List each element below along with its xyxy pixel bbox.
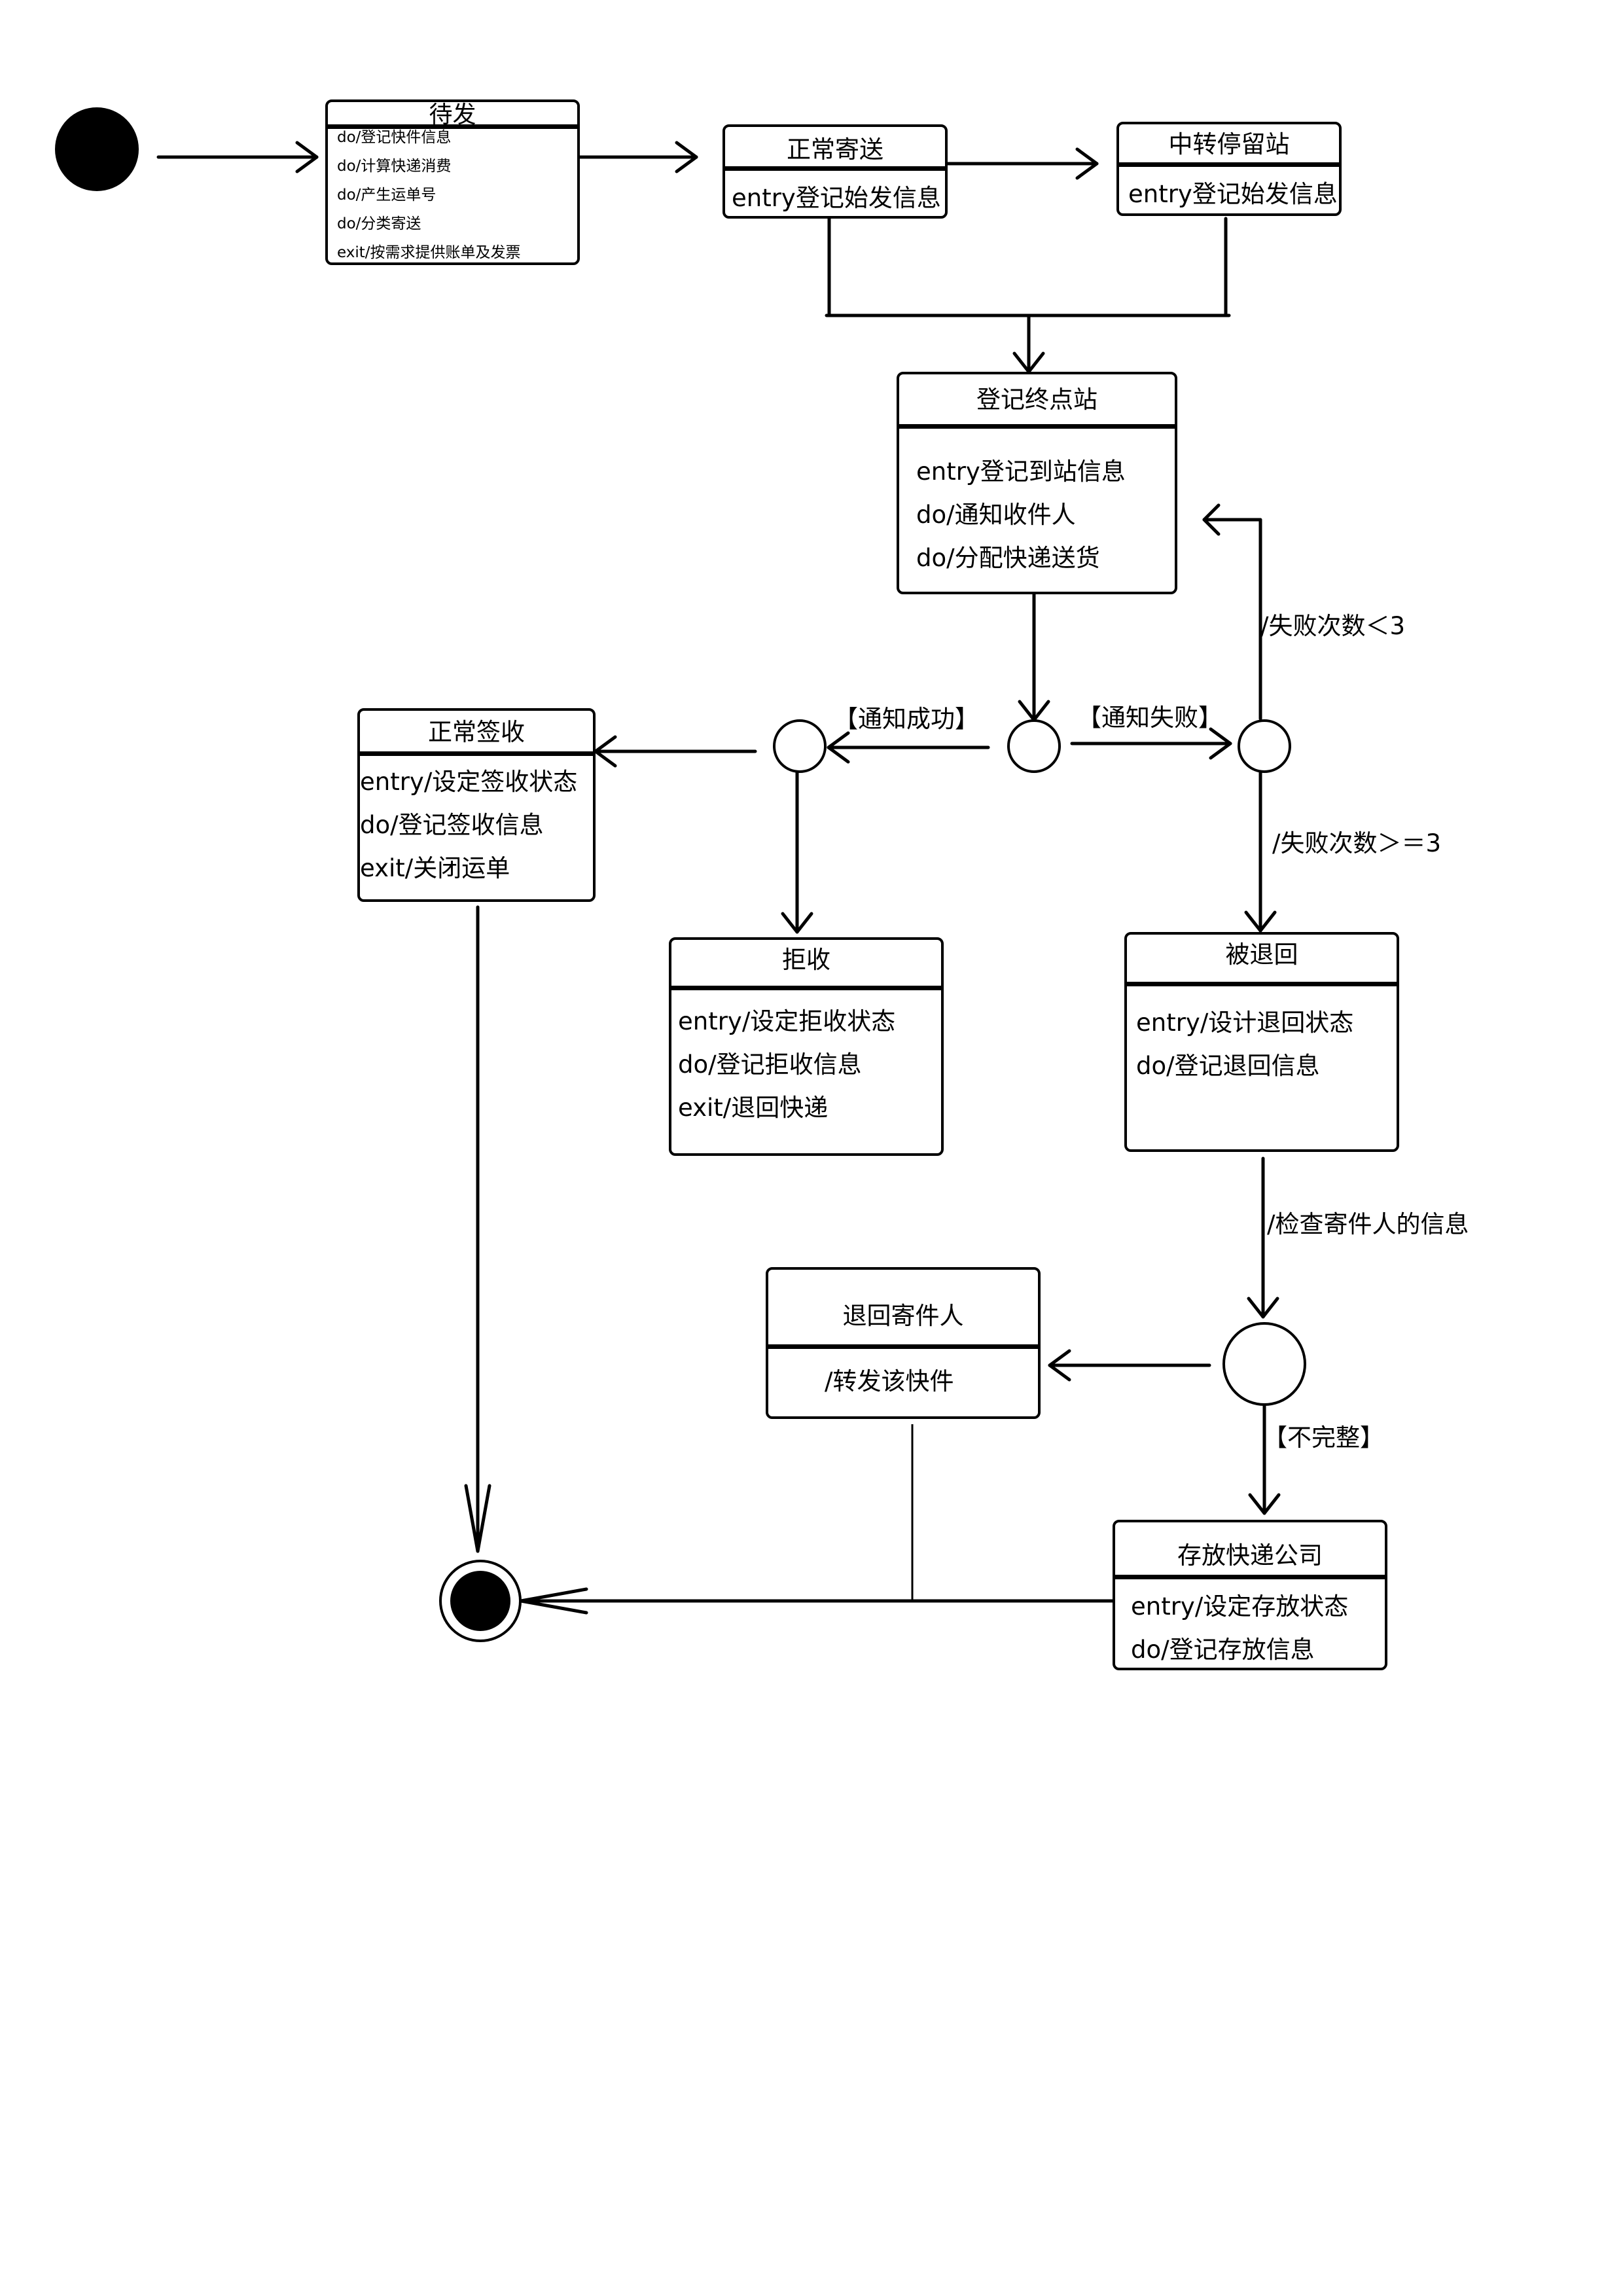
state-activity: do/登记存放信息 <box>1131 1636 1315 1664</box>
state-title: 正常签收 <box>428 718 525 746</box>
state-activity: entry登记到站信息 <box>916 457 1126 486</box>
state-divider <box>669 986 944 990</box>
state-returned[interactable]: 被退回 entry/设计退回状态 do/登记退回信息 <box>1124 932 1399 1152</box>
state-activity: do/分类寄送 <box>337 215 421 232</box>
state-divider <box>325 124 580 129</box>
state-divider <box>1124 982 1399 986</box>
state-transit[interactable]: 中转停留站 entry登记始发信息 <box>1116 122 1342 216</box>
state-pending[interactable]: 待发 do/登记快件信息 do/计算快递消费 do/产生运单号 do/分类寄送 … <box>325 99 580 265</box>
arrowhead <box>1202 503 1221 536</box>
choice-node-check <box>1222 1322 1306 1406</box>
arrowhead <box>1075 147 1099 180</box>
state-activity: exit/关闭运单 <box>360 854 510 882</box>
arrowhead <box>675 141 698 173</box>
state-activity: entry/设计退回状态 <box>1136 1009 1354 1037</box>
state-activity: entry/设定签收状态 <box>360 768 578 796</box>
state-activity: do/分配快递送货 <box>916 544 1100 572</box>
initial-node <box>55 107 139 191</box>
state-activity: do/产生运单号 <box>337 187 437 204</box>
state-activity: exit/退回快递 <box>678 1094 829 1122</box>
state-signed[interactable]: 正常签收 entry/设定签收状态 do/登记签收信息 exit/关闭运单 <box>357 708 596 902</box>
arrowhead <box>295 141 319 173</box>
label-fail-lt3: /失败次数＜3 <box>1260 612 1406 640</box>
choice-node-success <box>773 719 827 773</box>
state-activity: do/登记退回信息 <box>1136 1052 1320 1080</box>
state-title: 存放快递公司 <box>1177 1541 1323 1570</box>
state-activity: /转发该快件 <box>825 1367 954 1395</box>
state-activity: do/登记快件信息 <box>337 129 452 146</box>
arrowhead <box>594 735 617 768</box>
state-activity: entry/设定拒收状态 <box>678 1007 896 1035</box>
state-rejected[interactable]: 拒收 entry/设定拒收状态 do/登记拒收信息 exit/退回快递 <box>669 937 944 1156</box>
state-activity: entry/设定存放状态 <box>1131 1592 1349 1621</box>
state-title: 拒收 <box>782 946 830 974</box>
arrowhead <box>1244 910 1277 933</box>
label-incomplete: 【不完整】 <box>1263 1424 1384 1452</box>
state-divider <box>766 1344 1041 1349</box>
state-terminal[interactable]: 登记终点站 entry登记到站信息 do/通知收件人 do/分配快递送货 <box>897 372 1177 594</box>
arrowhead <box>1247 1297 1279 1319</box>
state-title: 待发 <box>429 101 476 128</box>
state-return-sender[interactable]: 退回寄件人 /转发该快件 <box>766 1267 1041 1419</box>
state-activity: entry登记始发信息 <box>732 184 941 212</box>
final-node-core <box>450 1571 510 1631</box>
state-activity: do/计算快递消费 <box>337 158 452 175</box>
label-check-sender: /检查寄件人的信息 <box>1267 1210 1469 1238</box>
state-title: 中转停留站 <box>1168 130 1290 158</box>
state-divider <box>722 166 948 171</box>
label-notify-fail: 【通知失败】 <box>1077 704 1222 732</box>
state-normal-send[interactable]: 正常寄送 entry登记始发信息 <box>722 124 948 219</box>
choice-node-notify <box>1007 719 1061 773</box>
state-activity: exit/按需求提供账单及发票 <box>337 244 521 261</box>
choice-node-fail <box>1238 719 1291 773</box>
state-title: 登记终点站 <box>976 386 1097 414</box>
arrowhead <box>827 731 850 764</box>
arrowhead <box>464 1484 491 1553</box>
state-title: 退回寄件人 <box>842 1302 964 1330</box>
state-divider <box>1116 162 1342 167</box>
arrowhead <box>781 912 813 934</box>
arrowhead <box>1248 1493 1281 1515</box>
state-divider <box>357 751 596 756</box>
state-divider <box>1113 1575 1387 1579</box>
state-activity: do/通知收件人 <box>916 501 1076 529</box>
arrowhead <box>1209 727 1232 760</box>
state-activity: do/登记签收信息 <box>360 811 544 839</box>
label-notify-success: 【通知成功】 <box>834 705 979 733</box>
arrowhead <box>1048 1349 1071 1382</box>
edge-fail-retry-loop <box>1202 518 1262 721</box>
state-activity: do/登记拒收信息 <box>678 1050 862 1079</box>
state-title: 正常寄送 <box>787 135 883 164</box>
state-activity: entry登记始发信息 <box>1128 180 1338 208</box>
label-fail-ge3: /失败次数＞＝3 <box>1272 829 1442 857</box>
state-divider <box>897 424 1177 429</box>
state-title: 被退回 <box>1225 941 1298 969</box>
state-storage[interactable]: 存放快递公司 entry/设定存放状态 do/登记存放信息 <box>1113 1520 1387 1670</box>
